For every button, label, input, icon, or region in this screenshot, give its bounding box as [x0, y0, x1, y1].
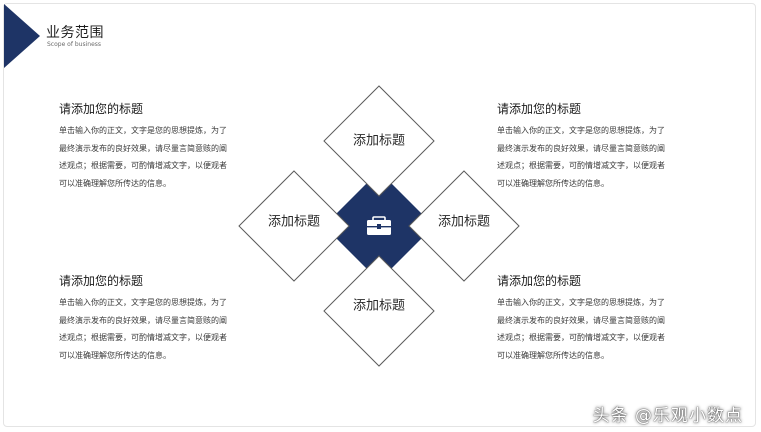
briefcase-icon [367, 216, 391, 235]
body-line: 可以准确理解您所传达的信息。 [497, 178, 609, 188]
page-title: 业务范围 [46, 25, 104, 41]
body-line: 单击输入你的正文，文字是您的思想提炼，为了 [497, 126, 665, 135]
diamond-top [323, 85, 435, 197]
body-line: 可以准确理解您所传达的信息。 [497, 350, 609, 360]
diamond-left [238, 170, 350, 282]
text-block-top-left: 请添加您的标题 单击输入你的正文，文字是您的思想提炼，为了 最终演示发布的良好效… [59, 102, 274, 192]
body-line: 最终演示发布的良好效果，请尽量言简意赅的阐 [59, 143, 227, 153]
text-block-bottom-right: 请添加您的标题 单击输入你的正文，文字是您的思想提炼，为了 最终演示发布的良好效… [497, 274, 712, 364]
body-line: 最终演示发布的良好效果，请尽量言简意赅的阐 [497, 143, 665, 153]
block-body: 单击输入你的正文，文字是您的思想提炼，为了 最终演示发布的良好效果，请尽量言简意… [497, 294, 712, 364]
block-heading: 请添加您的标题 [497, 102, 582, 116]
body-line: 可以准确理解您所传达的信息。 [59, 178, 171, 188]
body-line: 最终演示发布的良好效果，请尽量言简意赅的阐 [59, 315, 227, 325]
body-line: 可以准确理解您所传达的信息。 [59, 350, 171, 360]
block-body: 单击输入你的正文，文字是您的思想提炼，为了 最终演示发布的良好效果，请尽量言简意… [59, 122, 274, 192]
body-line: 单击输入你的正文，文字是您的思想提炼，为了 [59, 126, 227, 135]
watermark: 头条 @乐观小数点 [592, 406, 743, 426]
diamond-label-top: 添加标题 [353, 134, 405, 149]
block-body: 单击输入你的正文，文字是您的思想提炼，为了 最终演示发布的良好效果，请尽量言简意… [59, 294, 274, 364]
block-heading: 请添加您的标题 [497, 274, 582, 288]
body-line: 单击输入你的正文，文字是您的思想提炼，为了 [497, 298, 665, 307]
corner-triangle [4, 4, 40, 68]
page-subtitle: Scope of business [47, 41, 102, 48]
body-line: 述观点；根据需要，可酌情增减文字，以便观者 [497, 333, 665, 342]
body-line: 述观点；根据需要，可酌情增减文字，以便观者 [59, 333, 227, 342]
block-body: 单击输入你的正文，文字是您的思想提炼，为了 最终演示发布的良好效果，请尽量言简意… [497, 122, 712, 192]
body-line: 单击输入你的正文，文字是您的思想提炼，为了 [59, 298, 227, 307]
body-line: 述观点；根据需要，可酌情增减文字，以便观者 [59, 161, 227, 170]
body-line: 最终演示发布的良好效果，请尽量言简意赅的阐 [497, 315, 665, 325]
diamond-right [408, 170, 520, 282]
diamond-label-right: 添加标题 [438, 215, 490, 230]
block-heading: 请添加您的标题 [59, 274, 144, 288]
text-block-bottom-left: 请添加您的标题 单击输入你的正文，文字是您的思想提炼，为了 最终演示发布的良好效… [59, 274, 274, 364]
block-heading: 请添加您的标题 [59, 102, 144, 116]
diamond-label-left: 添加标题 [268, 215, 320, 230]
text-block-top-right: 请添加您的标题 单击输入你的正文，文字是您的思想提炼，为了 最终演示发布的良好效… [497, 102, 712, 192]
diamond-label-bottom: 添加标题 [353, 299, 405, 314]
body-line: 述观点；根据需要，可酌情增减文字，以便观者 [497, 161, 665, 170]
diamond-bottom [323, 255, 435, 367]
